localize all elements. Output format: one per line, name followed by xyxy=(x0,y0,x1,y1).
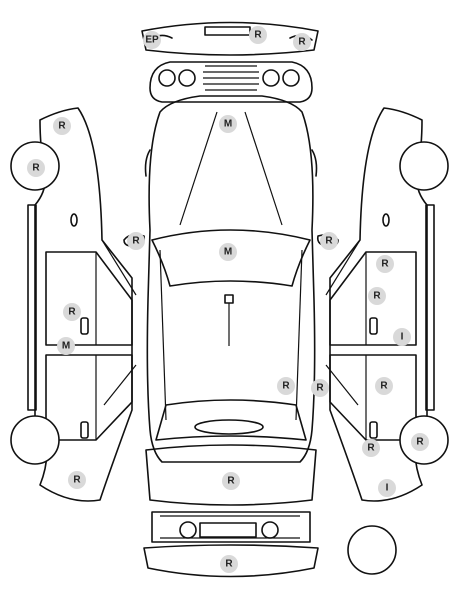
spare-wheel xyxy=(347,525,397,575)
marker-label: R xyxy=(73,475,81,486)
rear-panel xyxy=(151,511,311,543)
front-bumper xyxy=(141,21,319,56)
marker-badge xyxy=(411,433,429,451)
trunk xyxy=(145,444,317,506)
marker-label: R xyxy=(132,236,140,247)
rear-bumper xyxy=(143,544,319,578)
marker-right-rear-wheel[interactable]: R xyxy=(411,433,429,451)
marker-label: R xyxy=(225,559,233,570)
marker-roof[interactable]: M xyxy=(219,243,237,261)
ep-marker-label: EP xyxy=(145,35,159,46)
marker-label: R xyxy=(68,307,76,318)
marker-badge xyxy=(219,115,237,133)
marker-badge xyxy=(68,471,86,489)
marker-hood[interactable]: M xyxy=(219,115,237,133)
marker-label: M xyxy=(62,341,70,352)
marker-label: R xyxy=(254,30,262,41)
marker-label: M xyxy=(224,119,232,130)
marker-label: M xyxy=(224,247,232,258)
marker-left-rear-quarter[interactable]: R xyxy=(68,471,86,489)
marker-left-rocker[interactable]: M xyxy=(57,337,75,355)
marker-right-rear-door[interactable]: R xyxy=(375,377,393,395)
marker-badge xyxy=(362,439,380,457)
marker-label: R xyxy=(367,443,375,454)
marker-badge xyxy=(57,337,75,355)
marker-rear-bumper[interactable]: R xyxy=(220,555,238,573)
marker-badge xyxy=(320,232,338,250)
marker-label: R xyxy=(227,476,235,487)
marker-label: I xyxy=(401,332,404,343)
marker-roof-rear-right[interactable]: R xyxy=(277,377,295,395)
marker-badge xyxy=(63,303,81,321)
marker-right-mirror[interactable]: R xyxy=(320,232,338,250)
marker-badge xyxy=(393,328,411,346)
marker-label: R xyxy=(32,163,40,174)
marker-right-front-door-handle[interactable]: I xyxy=(393,328,411,346)
ep-marker[interactable]: EP xyxy=(143,31,161,49)
marker-label: R xyxy=(325,236,333,247)
marker-label: R xyxy=(58,121,66,132)
marker-badge xyxy=(219,243,237,261)
marker-left-front-wheel[interactable]: R xyxy=(27,159,45,177)
marker-badge xyxy=(220,555,238,573)
damage-markers: R R M M R R R R M R R R R I R R R R R I R R xyxy=(27,26,429,573)
marker-label: R xyxy=(373,291,381,302)
marker-trunk-lid[interactable]: R xyxy=(222,472,240,490)
marker-badge xyxy=(222,472,240,490)
marker-label: R xyxy=(298,37,306,48)
marker-badge xyxy=(376,255,394,273)
marker-label: I xyxy=(386,483,389,494)
marker-left-front-door[interactable]: R xyxy=(63,303,81,321)
marker-label: R xyxy=(416,437,424,448)
front-grille xyxy=(149,61,313,103)
marker-right-rear-quarter[interactable]: I xyxy=(378,479,396,497)
marker-label: R xyxy=(380,381,388,392)
marker-badge xyxy=(311,379,329,397)
marker-right-b-pillar[interactable]: R xyxy=(311,379,329,397)
car-left-side xyxy=(10,107,146,502)
marker-badge xyxy=(27,159,45,177)
marker-label: R xyxy=(316,383,324,394)
car-body-top xyxy=(144,95,318,463)
marker-badge xyxy=(378,479,396,497)
marker-badge xyxy=(53,117,71,135)
marker-left-mirror[interactable]: R xyxy=(127,232,145,250)
marker-badge xyxy=(368,287,386,305)
marker-right-rear-door-lower[interactable]: R xyxy=(362,439,380,457)
marker-badge xyxy=(249,26,267,44)
marker-right-front-door[interactable]: R xyxy=(368,287,386,305)
marker-left-front-fender[interactable]: R xyxy=(53,117,71,135)
marker-badge xyxy=(293,33,311,51)
marker-badge xyxy=(277,377,295,395)
marker-right-front-door-top[interactable]: R xyxy=(376,255,394,273)
marker-front-bumper-center[interactable]: R xyxy=(249,26,267,44)
marker-badge xyxy=(375,377,393,395)
marker-label: R xyxy=(381,259,389,270)
marker-label: R xyxy=(282,381,290,392)
marker-front-bumper-right[interactable]: R xyxy=(293,33,311,51)
marker-badge xyxy=(127,232,145,250)
